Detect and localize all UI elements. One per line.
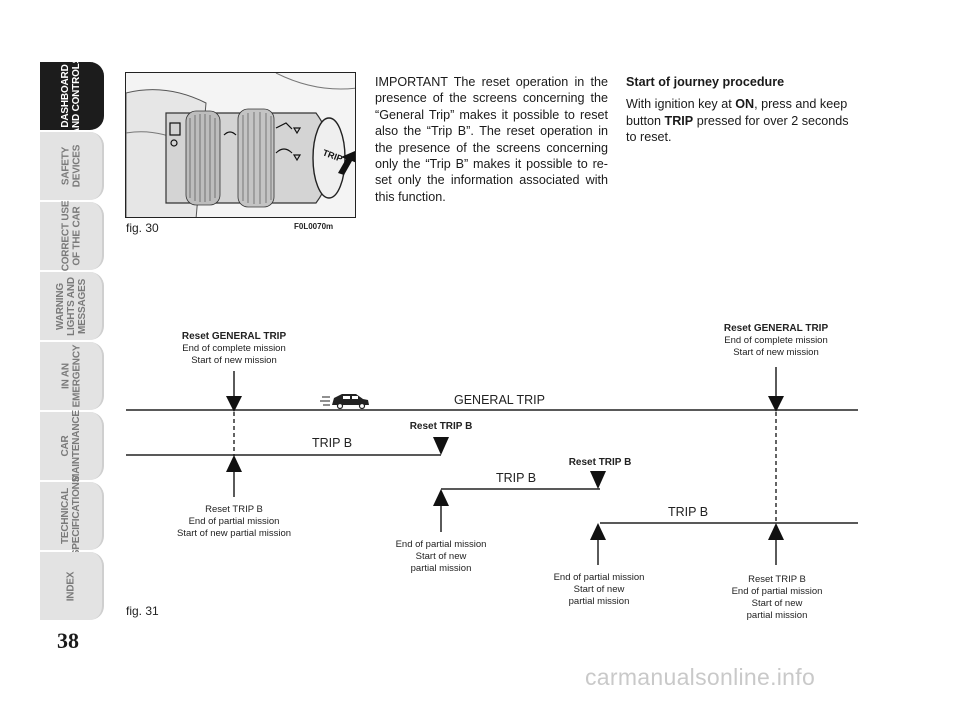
marker-up (433, 489, 449, 506)
start-journey-section: Start of journey procedure With ignition… (626, 74, 860, 146)
start-journey-text: With ignition key at ON, press and keep … (626, 97, 849, 145)
watermark: carmanualsonline.info (585, 664, 816, 690)
trip-b-label: TRIP B (496, 471, 537, 485)
tab-label: TECHNICAL SPECIFICATIONS (60, 475, 83, 557)
figure-31-label: fig. 31 (126, 604, 159, 618)
reset-trip-b-note-left: Reset TRIP B End of partial mission Star… (176, 504, 292, 539)
marker-down (226, 396, 242, 412)
tab-label: SAFETY DEVICES (59, 144, 82, 188)
section-heading: Start of journey procedure (626, 75, 785, 89)
trip-b-label: TRIP B (668, 505, 709, 519)
marker-down (590, 471, 606, 489)
tab-warning-lights[interactable]: WARNING LIGHTS AND MESSAGES (40, 272, 104, 340)
reset-trip-b-label: Reset TRIP B (568, 457, 632, 468)
end-partial-note-2: End of partial mission Start of new part… (553, 572, 645, 607)
page-number: 38 (57, 628, 79, 653)
general-trip-label: GENERAL TRIP (454, 393, 545, 407)
wiper-stalk-drawing: TRIP (126, 73, 355, 217)
marker-down (433, 437, 449, 455)
tab-dashboard-and-controls[interactable]: DASHBOARD AND CONTROLS (40, 57, 104, 135)
tab-label: CORRECT USE OF THE CAR (60, 200, 82, 272)
tab-label: CAR MAINTENANCE (60, 410, 82, 482)
tab-safety-devices[interactable]: SAFETY DEVICES (40, 132, 104, 200)
pointer-arrow-icon (338, 151, 355, 175)
reset-general-trip-note-left: Reset GENERAL TRIP End of complete missi… (181, 331, 287, 366)
key-trip: TRIP (664, 113, 694, 128)
tab-car-maintenance[interactable]: CAR MAINTENANCE (40, 410, 104, 482)
tab-in-an-emergency[interactable]: IN AN EMERGENCY (40, 342, 104, 410)
car-icon (320, 394, 369, 410)
marker-down (768, 396, 784, 412)
figure-code: F0L0070m (294, 222, 334, 231)
reset-general-trip-note-right: Reset GENERAL TRIP End of complete missi… (723, 323, 829, 358)
tab-technical-specifications[interactable]: TECHNICAL SPECIFICATIONS (40, 476, 104, 556)
important-text: IMPORTANT The reset operation in the pre… (375, 75, 608, 204)
important-paragraph: IMPORTANT The reset operation in the pre… (375, 74, 608, 205)
tab-label: WARNING LIGHTS AND MESSAGES (54, 276, 88, 336)
tab-label: INDEX (65, 571, 77, 601)
marker-up (226, 455, 242, 472)
tab-correct-use[interactable]: CORRECT USE OF THE CAR (40, 200, 104, 272)
reset-trip-b-note-right: Reset TRIP B End of partial mission Star… (731, 574, 823, 621)
tab-label: IN AN EMERGENCY (60, 344, 82, 408)
marker-up (768, 523, 784, 540)
trip-b-label: TRIP B (312, 436, 353, 450)
figure-30-label: fig. 30 (126, 221, 159, 235)
stalk-illustration: TRIP (125, 72, 356, 218)
end-partial-note-1: End of partial mission Start of new part… (395, 539, 487, 574)
key-on: ON (735, 97, 755, 112)
reset-trip-b-label: Reset TRIP B (409, 421, 473, 432)
marker-up (590, 523, 606, 540)
tab-index[interactable]: INDEX (40, 552, 104, 620)
tab-label: DASHBOARD AND CONTROLS (60, 56, 82, 136)
